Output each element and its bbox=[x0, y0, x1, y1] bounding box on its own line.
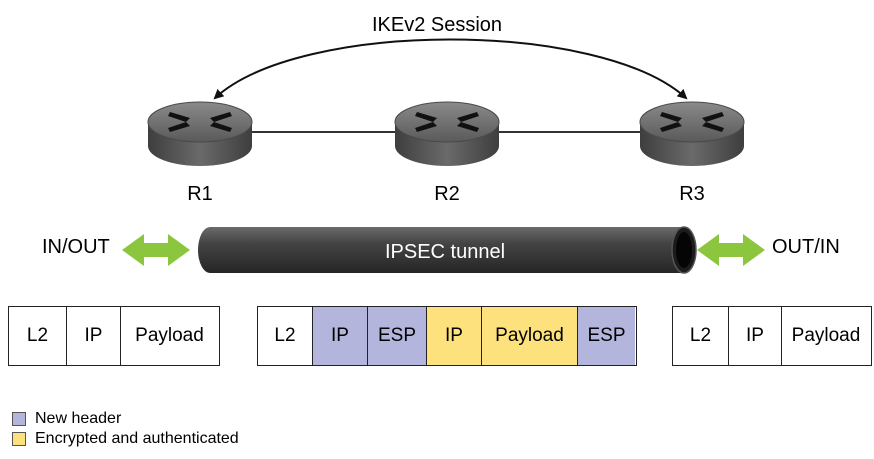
packet-cell-payload: Payload bbox=[782, 307, 870, 365]
ipsec-tunnel-label: IPSEC tunnel bbox=[384, 241, 506, 263]
packet-cell-esp-header: ESP bbox=[368, 307, 427, 365]
right-double-arrow-icon bbox=[697, 234, 765, 266]
packet-encapsulated: L2 IP ESP IP Payload ESP bbox=[257, 306, 637, 366]
packet-original: L2 IP Payload bbox=[8, 306, 220, 366]
legend-new-header: New header bbox=[12, 410, 121, 428]
router-label-r2: R2 bbox=[434, 183, 460, 205]
packet-cell-ip: IP bbox=[729, 307, 782, 365]
packet-cell-payload: Payload bbox=[482, 307, 578, 365]
packet-cell-esp-trailer: ESP bbox=[578, 307, 635, 365]
in-out-label: IN/OUT bbox=[42, 236, 110, 258]
packet-cell-l2: L2 bbox=[673, 307, 729, 365]
legend-swatch-new-header bbox=[12, 412, 26, 426]
packet-cell-new-ip: IP bbox=[313, 307, 368, 365]
out-in-label: OUT/IN bbox=[772, 236, 840, 258]
legend-label-new-header: New header bbox=[35, 410, 122, 427]
left-double-arrow-icon bbox=[122, 234, 190, 266]
packet-cell-inner-ip: IP bbox=[427, 307, 482, 365]
router-label-r3: R3 bbox=[679, 183, 705, 205]
router-icon-r1 bbox=[147, 101, 253, 167]
router-icon-r2 bbox=[394, 101, 500, 167]
legend-swatch-encrypted bbox=[12, 432, 26, 446]
packet-decapsulated: L2 IP Payload bbox=[672, 306, 872, 366]
packet-cell-l2: L2 bbox=[9, 307, 67, 365]
ikev2-session-arc bbox=[213, 38, 687, 100]
packet-cell-ip: IP bbox=[67, 307, 121, 365]
legend-encrypted: Encrypted and authenticated bbox=[12, 430, 239, 448]
ipsec-tunnel bbox=[198, 226, 697, 274]
ikev2-session-label: IKEv2 Session bbox=[371, 14, 503, 36]
packet-cell-l2: L2 bbox=[258, 307, 313, 365]
legend-label-encrypted: Encrypted and authenticated bbox=[35, 430, 239, 447]
packet-cell-payload: Payload bbox=[121, 307, 218, 365]
router-icon-r3 bbox=[639, 101, 745, 167]
router-label-r1: R1 bbox=[187, 183, 213, 205]
ikev2-session-arc-head bbox=[676, 88, 688, 100]
